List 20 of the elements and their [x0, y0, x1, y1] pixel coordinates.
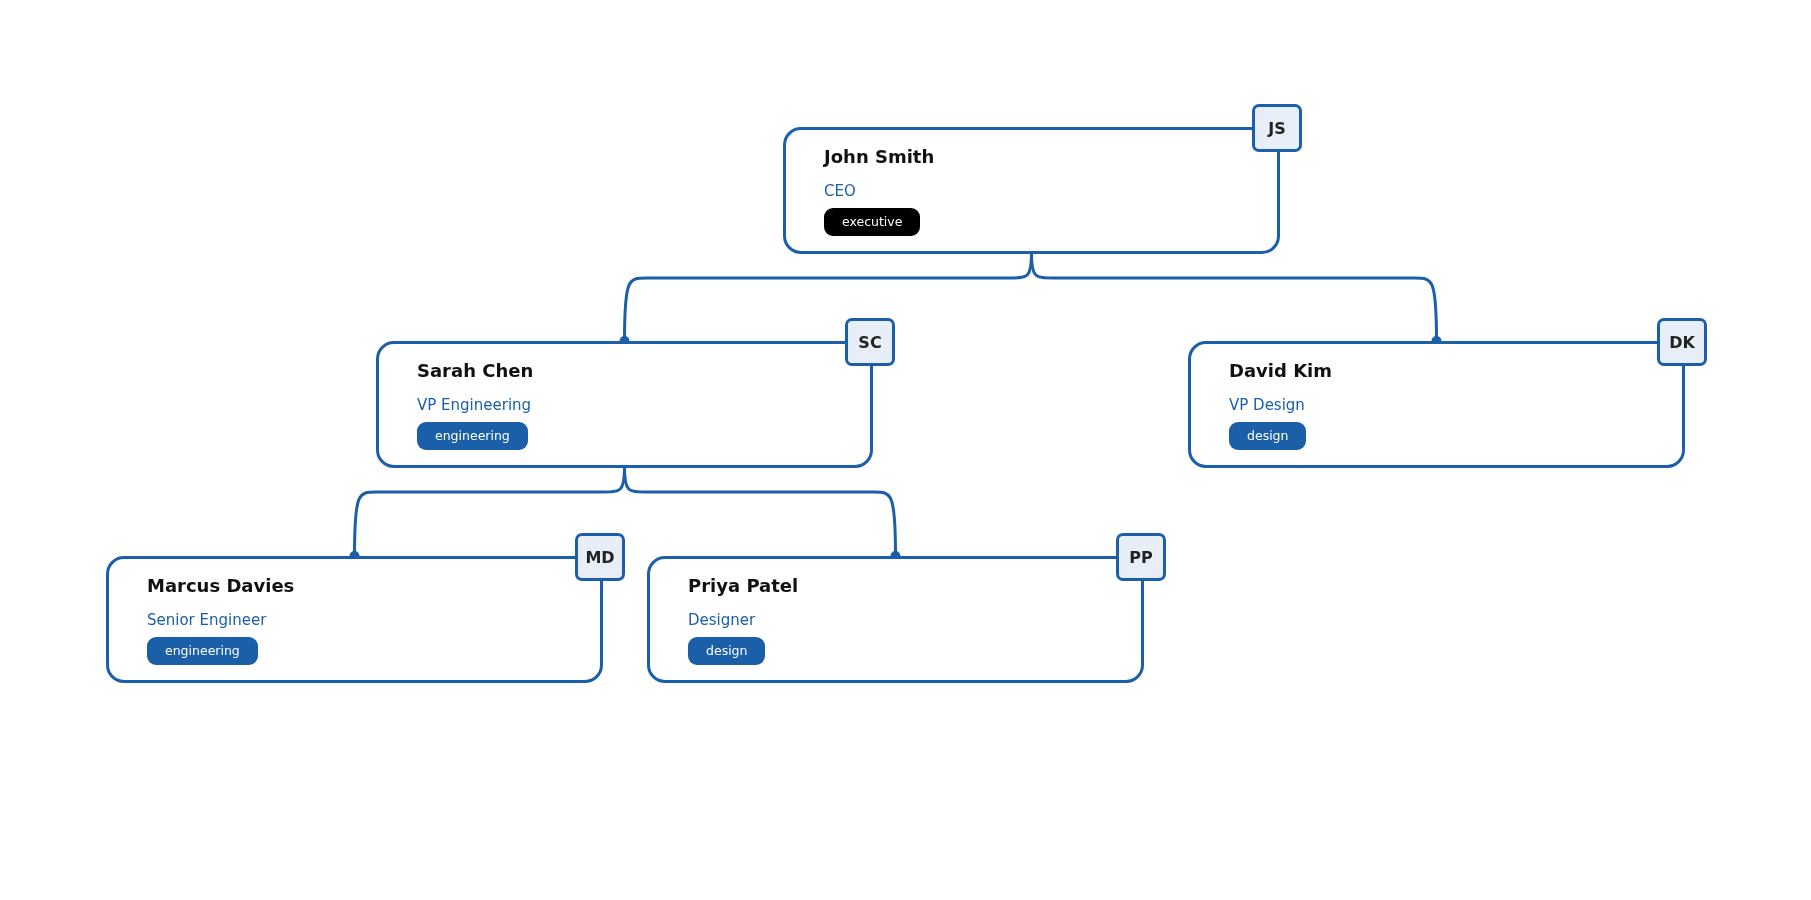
department-tag: engineering: [417, 422, 528, 450]
job-title: CEO: [824, 182, 856, 200]
person-name: David Kim: [1229, 360, 1333, 381]
initials-badge: SC: [845, 318, 895, 366]
initials-badge: JS: [1252, 104, 1302, 152]
person-name: Priya Patel: [688, 575, 799, 596]
person-name: John Smith: [824, 146, 935, 167]
department-tag: engineering: [147, 637, 258, 665]
department-tag: executive: [824, 208, 921, 236]
person-name: Sarah Chen: [417, 360, 534, 381]
person-name: Marcus Davies: [147, 575, 295, 596]
job-title: VP Engineering: [417, 396, 532, 414]
initials-badge: MD: [575, 533, 625, 581]
job-title: Designer: [688, 611, 756, 629]
department-tag: design: [1229, 422, 1307, 450]
department-tag: design: [688, 637, 766, 665]
initials-badge: DK: [1657, 318, 1707, 366]
initials-badge: PP: [1116, 533, 1166, 581]
job-title: Senior Engineer: [147, 611, 267, 629]
job-title: VP Design: [1229, 396, 1305, 414]
